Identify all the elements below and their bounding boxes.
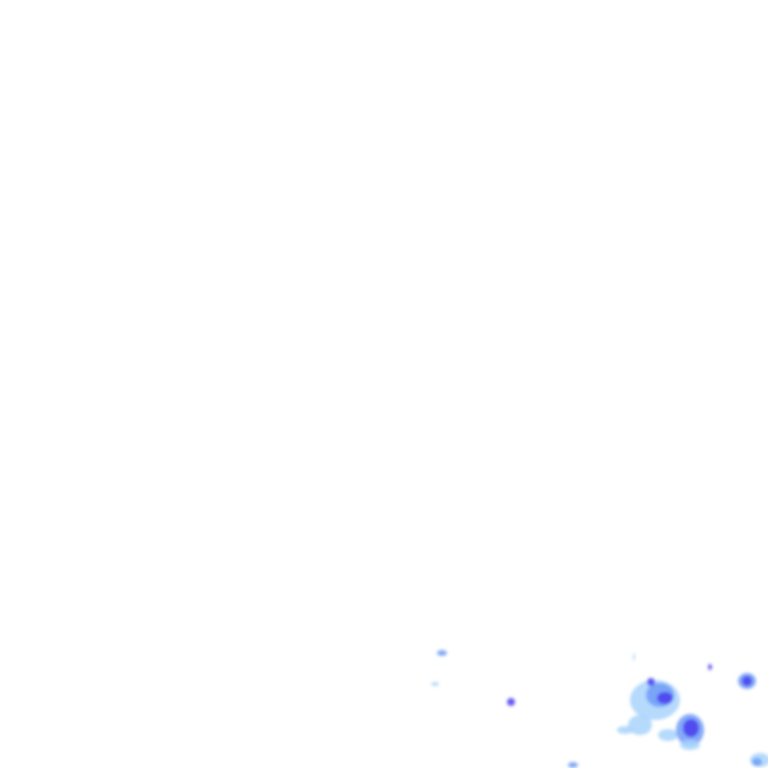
precipitation-echo-light [633,653,635,661]
precipitation-echo-light [617,726,633,734]
precipitation-echo-light [628,715,652,735]
precipitation-echo-light [680,740,700,750]
precipitation-echo-heavy [647,678,655,686]
precipitation-echo-heavy [683,719,699,737]
precipitation-echo-heavy [657,692,673,704]
precipitation-echo-medium [568,762,578,768]
precipitation-echo-medium [437,650,447,656]
precipitation-echo-medium [752,758,762,766]
precipitation-echo-light [658,729,678,741]
precipitation-echo-heavy [708,664,712,670]
precipitation-echo-light [431,682,439,686]
precipitation-echo-heavy [507,698,515,706]
precipitation-echo-heavy [742,676,752,686]
